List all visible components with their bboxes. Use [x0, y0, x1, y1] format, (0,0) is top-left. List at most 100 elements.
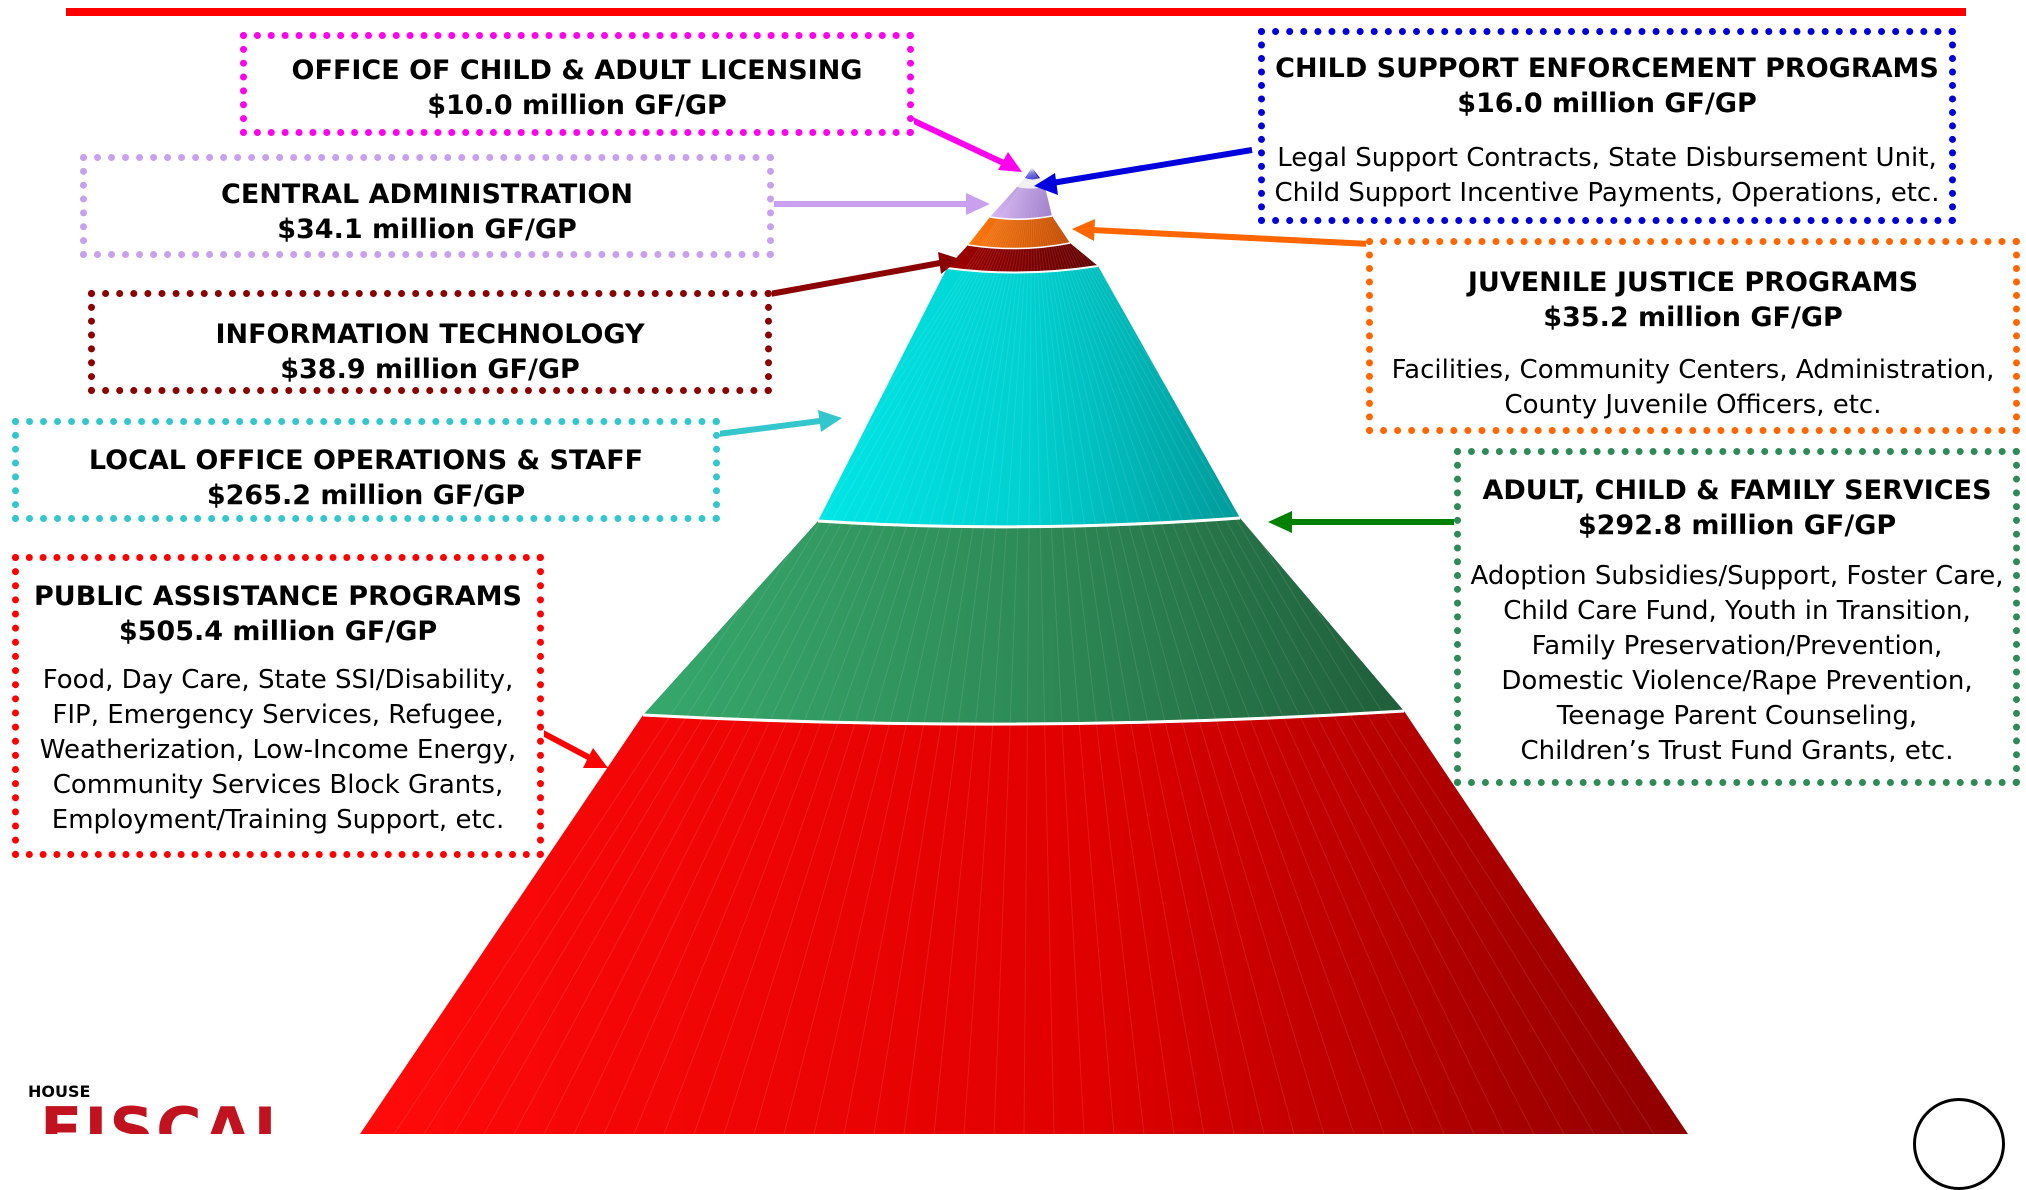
facet-line	[753, 168, 1033, 1134]
facet-line	[1031, 168, 1085, 1134]
facet-line	[1031, 168, 1385, 1134]
logo-top-text: HOUSE	[28, 1082, 91, 1101]
arrowhead-icon	[966, 193, 990, 215]
box-central-admin: CENTRAL ADMINISTRATION $34.1 million GF/…	[80, 154, 774, 258]
cone-facets	[393, 168, 1655, 1134]
desc-line: Facilities, Community Centers, Administr…	[1391, 355, 1995, 385]
desc-line: Child Support Incentive Payments, Operat…	[1274, 178, 1940, 208]
facet-line	[1031, 168, 1475, 1134]
arrowhead-icon	[583, 748, 608, 768]
arrow-child-support	[1051, 147, 1253, 186]
desc-line: Employment/Training Support, etc.	[51, 805, 505, 835]
facet-line	[963, 168, 1033, 1134]
facet-line	[603, 168, 1033, 1134]
band-central-admin	[990, 187, 1052, 220]
facet-line	[633, 168, 1033, 1134]
desc-line: Children’s Trust Fund Grants, etc.	[1520, 736, 1954, 766]
box-title: OFFICE OF CHILD & ADULT LICENSING	[291, 55, 863, 86]
facet-line	[933, 168, 1033, 1134]
facet-line	[1031, 168, 1355, 1134]
facet-line	[903, 168, 1033, 1134]
facet-line	[663, 168, 1033, 1134]
facet-line	[1031, 168, 1655, 1134]
facet-line	[873, 168, 1033, 1134]
facet-line	[813, 168, 1033, 1134]
separator-line	[946, 265, 1099, 274]
facet-line	[1031, 168, 1295, 1134]
arrowhead-icon	[1268, 511, 1292, 533]
band-adult-child-family	[643, 518, 1404, 725]
desc-line: County Juvenile Officers, etc.	[1504, 390, 1882, 420]
box-title: JUVENILE JUSTICE PROGRAMS	[1467, 267, 1919, 298]
facet-line	[843, 168, 1033, 1134]
facet-line	[1031, 168, 1505, 1134]
box-juvenile-justice: JUVENILE JUSTICE PROGRAMS $35.2 million …	[1366, 238, 2020, 434]
box-amount: $35.2 million GF/GP	[1543, 302, 1843, 333]
facet-line	[1031, 168, 1205, 1134]
facet-line	[693, 168, 1033, 1134]
facet-line	[1031, 168, 1055, 1134]
band-child-support	[1025, 168, 1040, 180]
box-amount: $16.0 million GF/GP	[1457, 88, 1757, 119]
desc-line: Adoption Subsidies/Support, Foster Care,	[1470, 561, 2004, 591]
facet-line	[1031, 168, 1265, 1134]
box-local-office: LOCAL OFFICE OPERATIONS & STAFF $265.2 m…	[12, 418, 720, 522]
facet-line	[453, 168, 1033, 1134]
arrow-info-tech	[769, 260, 941, 297]
desc-line: Family Preservation/Prevention,	[1531, 631, 1943, 661]
arrow-licensing	[910, 117, 1012, 169]
box-amount: $10.0 million GF/GP	[427, 90, 727, 121]
box-title: INFORMATION TECHNOLOGY	[215, 319, 645, 350]
band-juvenile-justice	[968, 216, 1070, 249]
box-title: LOCAL OFFICE OPERATIONS & STAFF	[88, 445, 644, 476]
desc-line: Child Care Fund, Youth in Transition,	[1503, 596, 1971, 626]
desc-line: Community Services Block Grants,	[52, 770, 504, 800]
facet-line	[1031, 168, 1445, 1134]
separator-line	[967, 242, 1071, 250]
desc-line: Weatherization, Low-Income Energy,	[39, 735, 517, 765]
box-amount: $292.8 million GF/GP	[1577, 510, 1897, 541]
box-description: Adoption Subsidies/Support, Foster Care,…	[1461, 559, 2013, 769]
facet-line	[1031, 168, 1415, 1134]
box-title: CHILD SUPPORT ENFORCEMENT PROGRAMS	[1275, 53, 1939, 84]
box-title: CENTRAL ADMINISTRATION	[221, 179, 633, 210]
desc-line: Domestic Violence/Rape Prevention,	[1501, 666, 1973, 696]
pyramid-diagram	[66, 8, 1966, 1134]
box-amount: $265.2 million GF/GP	[206, 480, 526, 511]
band-info-tech	[947, 243, 1098, 273]
arrowhead-icon	[818, 410, 842, 432]
arrow-public-assistance	[539, 729, 592, 761]
desc-line: Legal Support Contracts, State Disbursem…	[1277, 143, 1937, 173]
band-public-assistance	[360, 711, 1688, 1134]
facet-line	[1031, 168, 1175, 1134]
facet-line	[1023, 168, 1033, 1134]
box-title: PUBLIC ASSISTANCE PROGRAMS	[34, 581, 522, 612]
box-public-assistance: PUBLIC ASSISTANCE PROGRAMS $505.4 millio…	[12, 554, 544, 858]
separator-line	[817, 516, 1241, 529]
facet-line	[573, 168, 1033, 1134]
cone	[360, 168, 1688, 1134]
facet-line	[1031, 168, 1565, 1134]
house-fiscal-logo: HOUSE FISCAL	[28, 1082, 288, 1135]
facet-line	[1031, 168, 1145, 1134]
top-rule	[66, 8, 1966, 16]
facet-line	[783, 168, 1033, 1134]
box-description: Food, Day Care, State SSI/Disability, FI…	[19, 663, 537, 838]
facet-line	[543, 168, 1033, 1134]
box-amount: $34.1 million GF/GP	[277, 214, 577, 245]
facet-line	[1031, 168, 1535, 1134]
box-amount: $38.9 million GF/GP	[280, 354, 580, 385]
facet-line	[423, 168, 1033, 1134]
arrowhead-icon	[1034, 173, 1058, 195]
arrowhead-icon	[938, 252, 960, 274]
facet-line	[1031, 168, 1325, 1134]
logo-main-text: FISCAL	[40, 1094, 288, 1135]
desc-line: Food, Day Care, State SSI/Disability,	[42, 665, 514, 695]
facet-line	[723, 168, 1033, 1134]
arrowhead-icon	[1072, 219, 1095, 241]
facet-line	[993, 168, 1033, 1134]
separator-line	[642, 709, 1405, 726]
box-title: ADULT, CHILD & FAMILY SERVICES	[1482, 475, 1992, 506]
facet-line	[513, 168, 1033, 1134]
box-amount: $505.4 million GF/GP	[118, 616, 438, 647]
